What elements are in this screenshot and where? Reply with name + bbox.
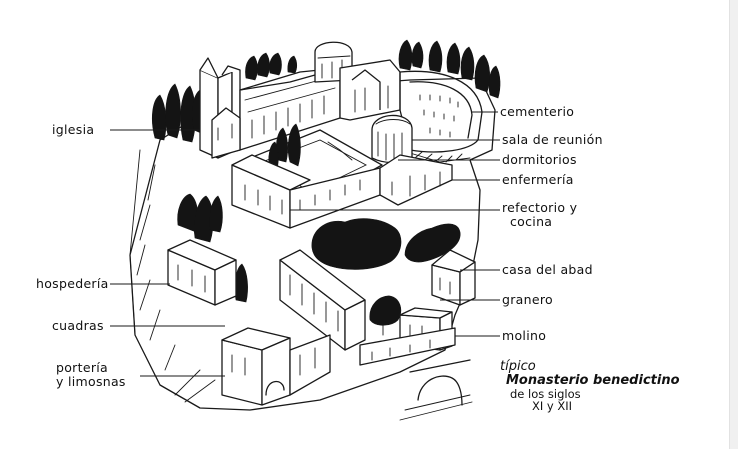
label-refectorio-2: cocina (510, 214, 552, 229)
label-dormitorios: dormitorios (502, 152, 577, 167)
label-molino: molino (502, 328, 546, 343)
label-granero: granero (502, 292, 553, 307)
label-cuadras: cuadras (52, 318, 104, 333)
label-porteria-2: y limosnas (56, 374, 126, 389)
title-line1: típico (500, 359, 536, 374)
guesthouse (168, 240, 236, 305)
title-line4: XI y XII (532, 399, 572, 413)
label-cementerio: cementerio (500, 104, 574, 119)
label-iglesia: iglesia (52, 122, 94, 137)
label-sala-reunion: sala de reunión (502, 132, 603, 147)
label-enfermeria: enfermería (502, 172, 574, 187)
chapter-house (372, 115, 412, 162)
label-porteria-1: portería (56, 360, 108, 375)
gatehouse (222, 328, 330, 405)
label-hospederia: hospedería (36, 276, 109, 291)
label-casa-abad: casa del abad (502, 262, 593, 277)
page-edge (729, 0, 738, 449)
abbot-house (432, 250, 475, 305)
mill-bridge (360, 328, 472, 420)
label-refectorio-1: refectorio y (502, 200, 578, 215)
title-line2: Monasterio benedictino (506, 373, 680, 388)
